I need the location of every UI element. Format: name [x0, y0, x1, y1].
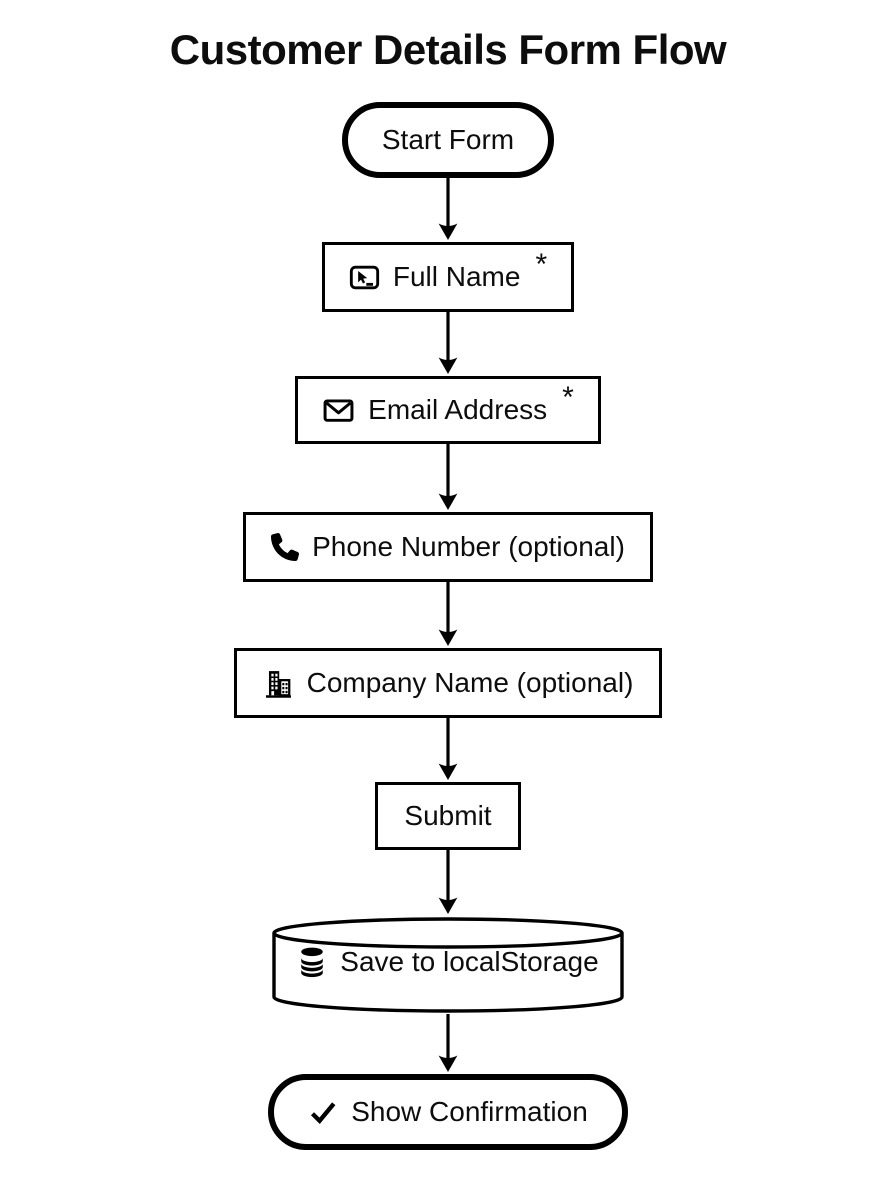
node-save-localstorage: Save to localStorage — [271, 916, 625, 1014]
flow-arrow — [438, 850, 458, 914]
node-phone-number: Phone Number (optional) — [243, 512, 653, 582]
node-company-name: Company Name (optional) — [234, 648, 662, 718]
flow-arrow — [438, 582, 458, 646]
buildings-icon — [265, 670, 291, 698]
diagram-title: Customer Details Form Flow — [169, 26, 727, 73]
phone-icon — [271, 533, 300, 561]
node-label: Start Form — [381, 124, 515, 155]
node-start-form: Start Form — [341, 102, 555, 178]
envelope-icon — [323, 398, 354, 422]
flow-arrow — [438, 1014, 458, 1072]
node-label: Full Name — [392, 261, 521, 292]
node-label: Email Address — [368, 394, 548, 425]
cylinder-shape — [272, 917, 624, 1013]
node-label: Show Confirmation — [351, 1096, 588, 1127]
check-icon — [311, 1102, 336, 1124]
node-submit: Submit — [375, 782, 521, 850]
flowchart-column: Start Form Full Name * Emai — [0, 102, 896, 1150]
node-show-confirmation: Show Confirmation — [268, 1074, 628, 1150]
input-cursor-icon — [349, 265, 379, 289]
flow-arrow — [438, 178, 458, 240]
node-label: Save to localStorage — [340, 946, 599, 977]
required-marker: * — [535, 248, 548, 281]
flow-arrow — [438, 444, 458, 510]
required-marker: * — [562, 381, 574, 414]
node-full-name: Full Name * — [321, 242, 575, 312]
node-label: Submit — [404, 800, 492, 831]
flow-arrow — [438, 312, 458, 374]
database-icon — [301, 947, 324, 978]
node-label: Phone Number (optional) — [312, 531, 625, 562]
flow-arrow — [438, 718, 458, 780]
node-label: Company Name (optional) — [306, 667, 634, 698]
node-email-address: Email Address * — [295, 376, 601, 444]
